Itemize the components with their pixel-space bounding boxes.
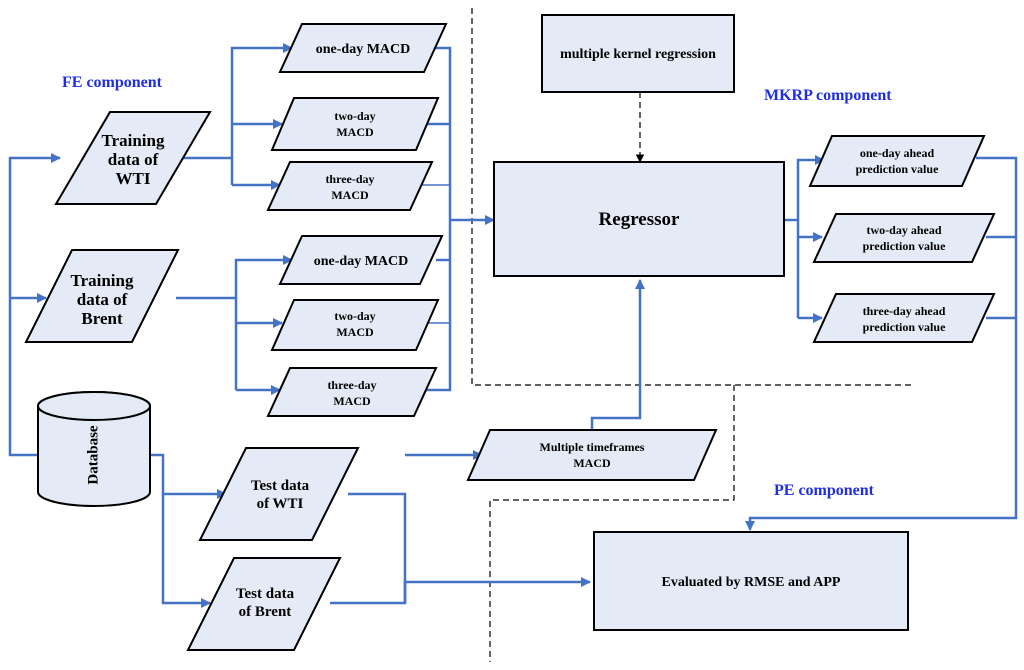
database-cylinder: Database bbox=[37, 391, 151, 507]
wti-three-day-macd-line-1: three-day bbox=[325, 172, 374, 186]
evaluation-box: Evaluated by RMSE and APP bbox=[593, 531, 909, 631]
regressor-box: Regressor bbox=[493, 161, 785, 277]
test-wti-line-1: Test data bbox=[251, 478, 310, 494]
two-day-ahead-prediction: two-day ahead prediction value bbox=[812, 213, 996, 263]
wti-two-day-macd-line-1: two-day bbox=[334, 109, 375, 123]
pe-component-label: PE component bbox=[774, 482, 875, 499]
three-day-ahead-prediction: three-day ahead prediction value bbox=[812, 293, 996, 343]
training-brent-line-2: data of bbox=[77, 290, 128, 309]
brent-two-day-macd-line-1: two-day bbox=[334, 309, 375, 323]
wti-three-day-macd: three-day MACD bbox=[266, 161, 434, 211]
multiple-kernel-regression-label: multiple kernel regression bbox=[560, 47, 716, 62]
multiple-timeframes-line-2: MACD bbox=[573, 456, 611, 470]
training-brent-line-1: Training bbox=[71, 271, 134, 290]
wti-two-day-macd: two-day MACD bbox=[270, 97, 440, 151]
wti-one-day-macd: one-day MACD bbox=[278, 23, 448, 73]
brent-three-day-macd-line-1: three-day bbox=[327, 378, 376, 392]
three-day-prediction-line-1: three-day ahead bbox=[863, 304, 946, 318]
wti-three-day-macd-line-2: MACD bbox=[331, 188, 369, 202]
training-wti-line-2: data of bbox=[108, 150, 159, 169]
brent-one-day-macd: one-day MACD bbox=[278, 235, 444, 285]
multiple-timeframes-macd: Multiple timeframes MACD bbox=[466, 429, 718, 481]
three-day-prediction-line-2: prediction value bbox=[863, 320, 946, 334]
one-day-prediction-line-2: prediction value bbox=[856, 162, 939, 176]
brent-three-day-macd-line-2: MACD bbox=[333, 394, 371, 408]
database-label: Database bbox=[85, 425, 101, 485]
test-data-brent: Test data of Brent bbox=[186, 557, 342, 651]
two-day-prediction-line-1: two-day ahead bbox=[866, 223, 941, 237]
test-data-wti: Test data of WTI bbox=[198, 447, 360, 541]
two-day-prediction-line-2: prediction value bbox=[863, 239, 946, 253]
mkrp-component-label: MKRP component bbox=[764, 87, 892, 104]
wti-two-day-macd-line-2: MACD bbox=[336, 125, 374, 139]
multiple-kernel-regression-box: multiple kernel regression bbox=[541, 14, 735, 93]
evaluation-label: Evaluated by RMSE and APP bbox=[662, 575, 841, 590]
training-data-wti: Training data of WTI bbox=[54, 111, 212, 205]
test-brent-line-2: of Brent bbox=[239, 604, 292, 620]
fe-component-label: FE component bbox=[62, 74, 163, 91]
training-brent-line-3: Brent bbox=[81, 309, 123, 328]
brent-one-day-macd-label: one-day MACD bbox=[314, 254, 409, 269]
regressor-label: Regressor bbox=[599, 209, 680, 230]
one-day-ahead-prediction: one-day ahead prediction value bbox=[808, 135, 986, 187]
brent-two-day-macd: two-day MACD bbox=[270, 299, 440, 351]
one-day-prediction-line-1: one-day ahead bbox=[860, 146, 935, 160]
training-wti-line-1: Training bbox=[102, 131, 165, 150]
flow-connectors bbox=[8, 43, 1018, 608]
brent-three-day-macd: three-day MACD bbox=[266, 367, 438, 417]
training-wti-line-3: WTI bbox=[116, 169, 151, 188]
brent-two-day-macd-line-2: MACD bbox=[336, 325, 374, 339]
multiple-timeframes-line-1: Multiple timeframes bbox=[540, 440, 645, 454]
training-data-brent: Training data of Brent bbox=[24, 249, 180, 343]
test-brent-line-1: Test data bbox=[236, 586, 295, 602]
test-wti-line-2: of WTI bbox=[257, 496, 304, 512]
wti-one-day-macd-label: one-day MACD bbox=[316, 42, 411, 57]
